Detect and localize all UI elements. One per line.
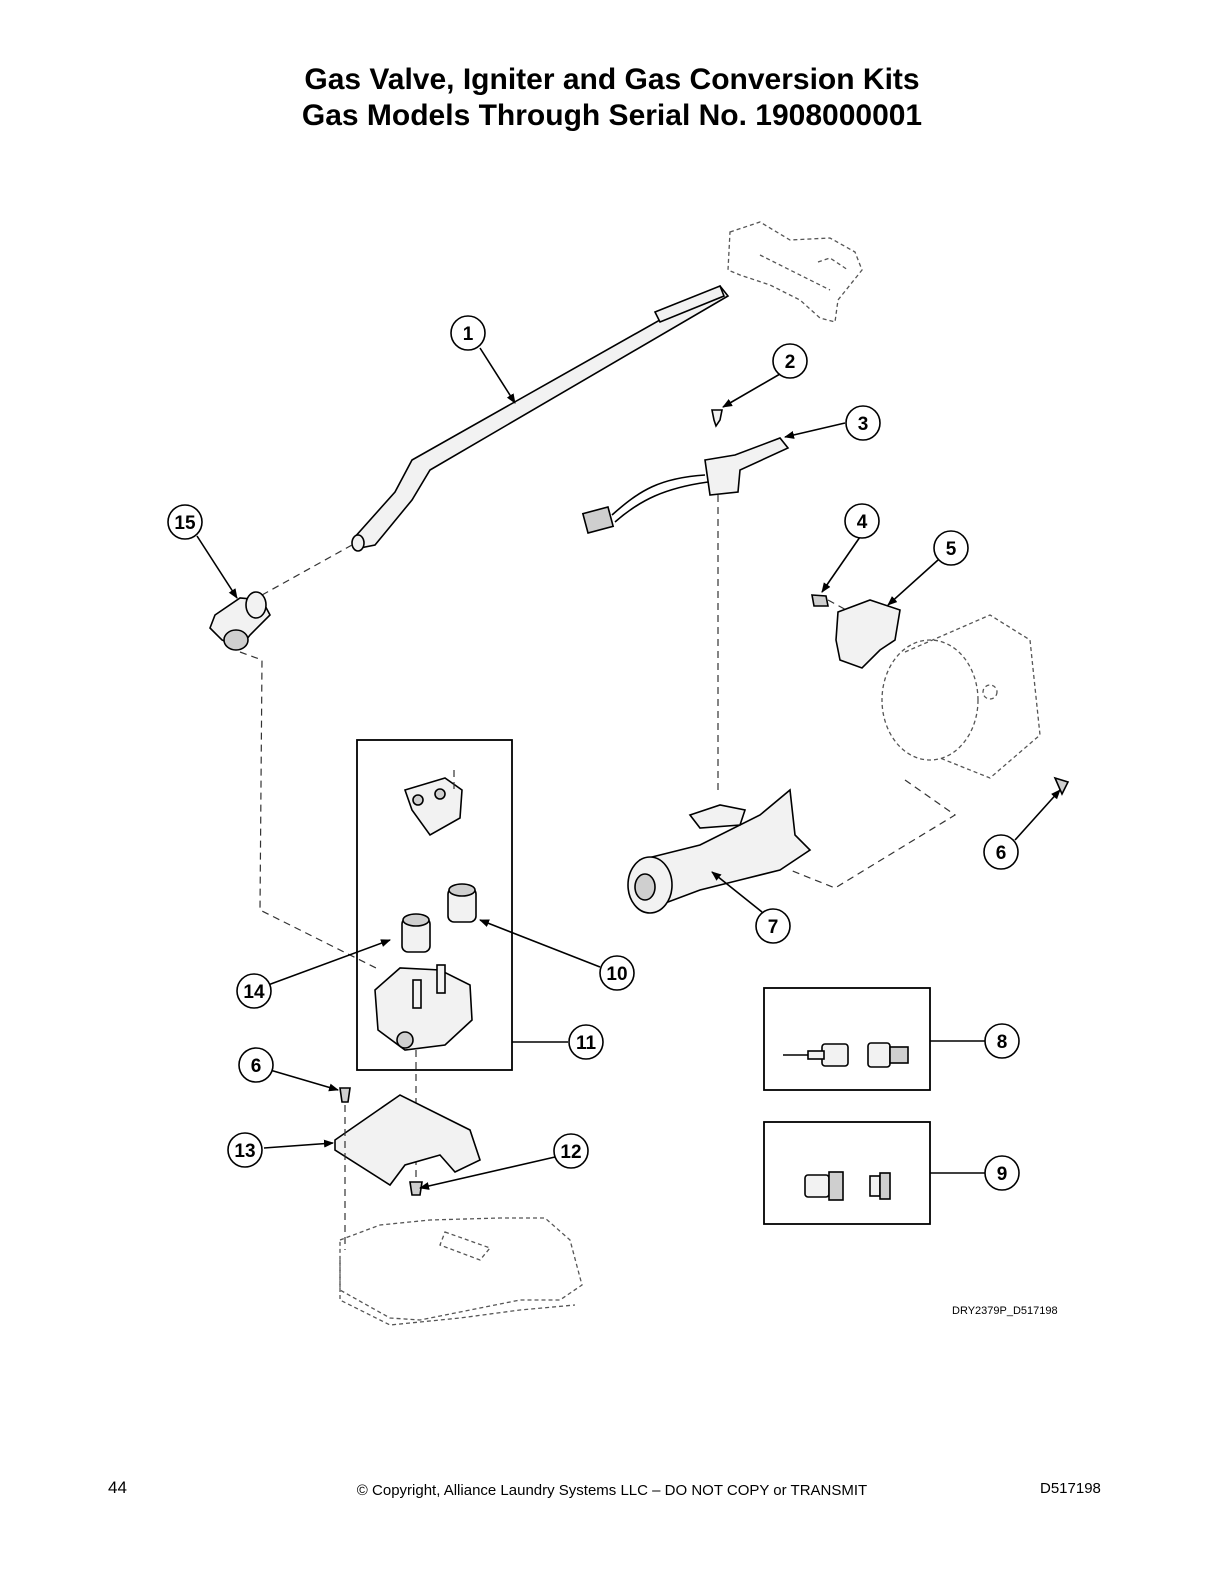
callout-6-left: 6 bbox=[238, 1047, 274, 1083]
burner-bracket-part bbox=[835, 599, 901, 669]
callout-11: 11 bbox=[568, 1024, 604, 1060]
svg-text:14: 14 bbox=[243, 982, 265, 1003]
conversion-kit-box-9 bbox=[763, 1121, 931, 1225]
page-title-line-2: Gas Models Through Serial No. 1908000001 bbox=[301, 99, 923, 132]
screw-part-6-right bbox=[1053, 776, 1070, 796]
solenoid-coil-part-14 bbox=[401, 913, 431, 953]
svg-text:1: 1 bbox=[463, 324, 474, 345]
callout-5: 5 bbox=[933, 530, 969, 566]
valve-mounting-bracket-part bbox=[334, 1094, 481, 1187]
burner-part bbox=[627, 788, 812, 914]
svg-text:7: 7 bbox=[768, 917, 779, 938]
gas-pipe-part bbox=[351, 284, 730, 552]
callout-15: 15 bbox=[167, 504, 203, 540]
ghost-mounting-bracket bbox=[727, 221, 863, 323]
orifice-kit-part-8 bbox=[783, 1042, 909, 1068]
gas-valve-body-part bbox=[374, 964, 473, 1051]
callout-12: 12 bbox=[553, 1133, 589, 1169]
callout-1: 1 bbox=[450, 315, 486, 351]
svg-text:12: 12 bbox=[560, 1142, 581, 1163]
svg-text:10: 10 bbox=[606, 964, 627, 985]
page-number: 44 bbox=[108, 1478, 127, 1497]
callout-10: 10 bbox=[599, 955, 635, 991]
callout-13: 13 bbox=[227, 1132, 263, 1168]
callout-3: 3 bbox=[845, 405, 881, 441]
screw-part-2 bbox=[711, 409, 723, 428]
orifice-kit-part-9 bbox=[804, 1171, 891, 1201]
callout-4: 4 bbox=[844, 503, 880, 539]
drawing-id-label: DRY2379P_D517198 bbox=[952, 1305, 1058, 1317]
ghost-base-plate bbox=[339, 1217, 583, 1326]
svg-text:4: 4 bbox=[857, 512, 868, 533]
callout-9: 9 bbox=[984, 1155, 1020, 1191]
callout-8: 8 bbox=[984, 1023, 1020, 1059]
svg-text:5: 5 bbox=[946, 539, 957, 560]
igniter-part bbox=[581, 437, 790, 535]
document-number: D517198 bbox=[1040, 1480, 1101, 1497]
elbow-fitting-part bbox=[209, 591, 271, 651]
gas-valve-assembly-box bbox=[356, 739, 513, 1071]
svg-text:2: 2 bbox=[785, 352, 796, 373]
valve-bracket-part bbox=[403, 777, 463, 837]
callout-7: 7 bbox=[755, 908, 791, 944]
solenoid-coil-part-10 bbox=[447, 883, 477, 923]
screw-part-12 bbox=[409, 1181, 423, 1196]
leader-lines bbox=[196, 347, 1061, 1190]
svg-text:15: 15 bbox=[174, 513, 196, 534]
callout-2: 2 bbox=[772, 343, 808, 379]
screw-part-6-left bbox=[339, 1087, 351, 1103]
ghost-burner-tube bbox=[881, 614, 1041, 779]
callout-6-right: 6 bbox=[983, 834, 1019, 870]
svg-text:6: 6 bbox=[251, 1056, 262, 1077]
copyright-notice: © Copyright, Alliance Laundry Systems LL… bbox=[356, 1482, 868, 1499]
callout-14: 14 bbox=[236, 973, 272, 1009]
screw-part-4 bbox=[811, 594, 829, 607]
page-title-line-1: Gas Valve, Igniter and Gas Conversion Ki… bbox=[304, 63, 920, 96]
svg-text:13: 13 bbox=[234, 1141, 255, 1162]
svg-text:3: 3 bbox=[858, 414, 869, 435]
svg-text:6: 6 bbox=[996, 843, 1007, 864]
svg-text:11: 11 bbox=[576, 1033, 597, 1054]
svg-text:9: 9 bbox=[997, 1164, 1008, 1185]
svg-text:8: 8 bbox=[997, 1032, 1008, 1053]
conversion-kit-box-8 bbox=[763, 987, 931, 1091]
